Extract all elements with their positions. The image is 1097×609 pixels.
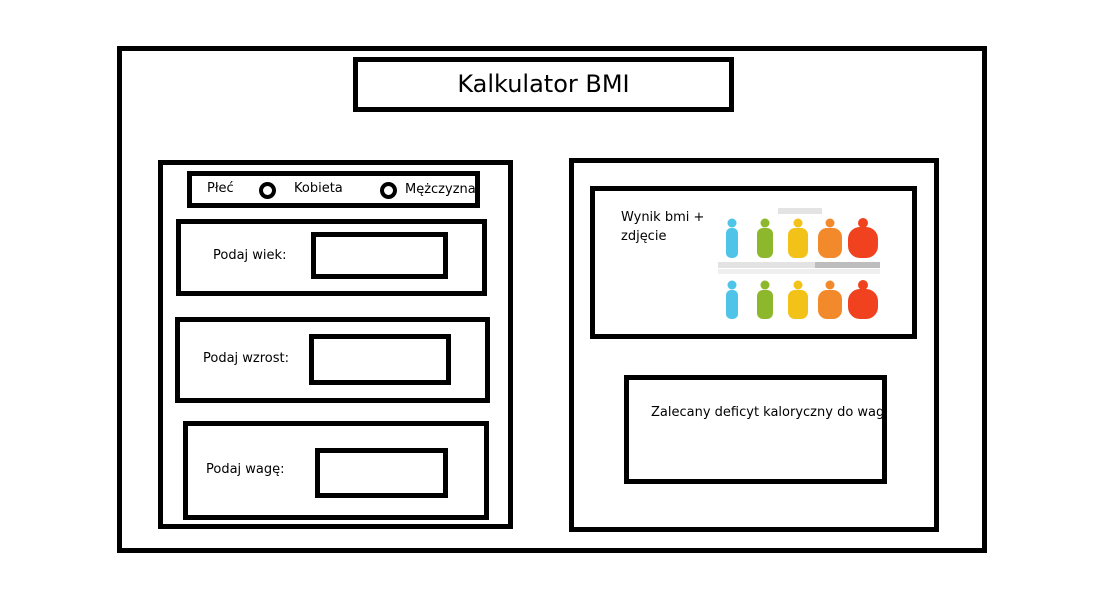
bmi-result-label-line1: Wynik bmi +	[621, 210, 705, 225]
gender-row	[187, 171, 480, 208]
calorie-deficit-box	[624, 375, 887, 484]
height-label: Podaj wzrost:	[203, 351, 290, 366]
title-box	[353, 57, 734, 112]
radio-kobieta-label[interactable]: Kobieta	[294, 181, 343, 196]
age-input[interactable]	[311, 232, 448, 279]
age-label: Podaj wiek:	[213, 248, 287, 263]
bmi-result-label-line2: zdjęcie	[621, 229, 667, 244]
page-title: Kalkulator BMI	[457, 70, 630, 98]
radio-kobieta[interactable]	[259, 182, 276, 199]
calorie-deficit-label: Zalecany deficyt kaloryczny do wagi	[651, 405, 888, 420]
weight-label: Podaj wagę:	[206, 462, 285, 477]
bmi-body-types-image	[718, 208, 880, 319]
height-input[interactable]	[309, 334, 451, 385]
radio-mezczyzna-label[interactable]: Mężczyzna	[405, 182, 476, 197]
gender-label: Płeć	[207, 181, 234, 196]
radio-mezczyzna[interactable]	[380, 182, 397, 199]
weight-input[interactable]	[315, 448, 448, 498]
